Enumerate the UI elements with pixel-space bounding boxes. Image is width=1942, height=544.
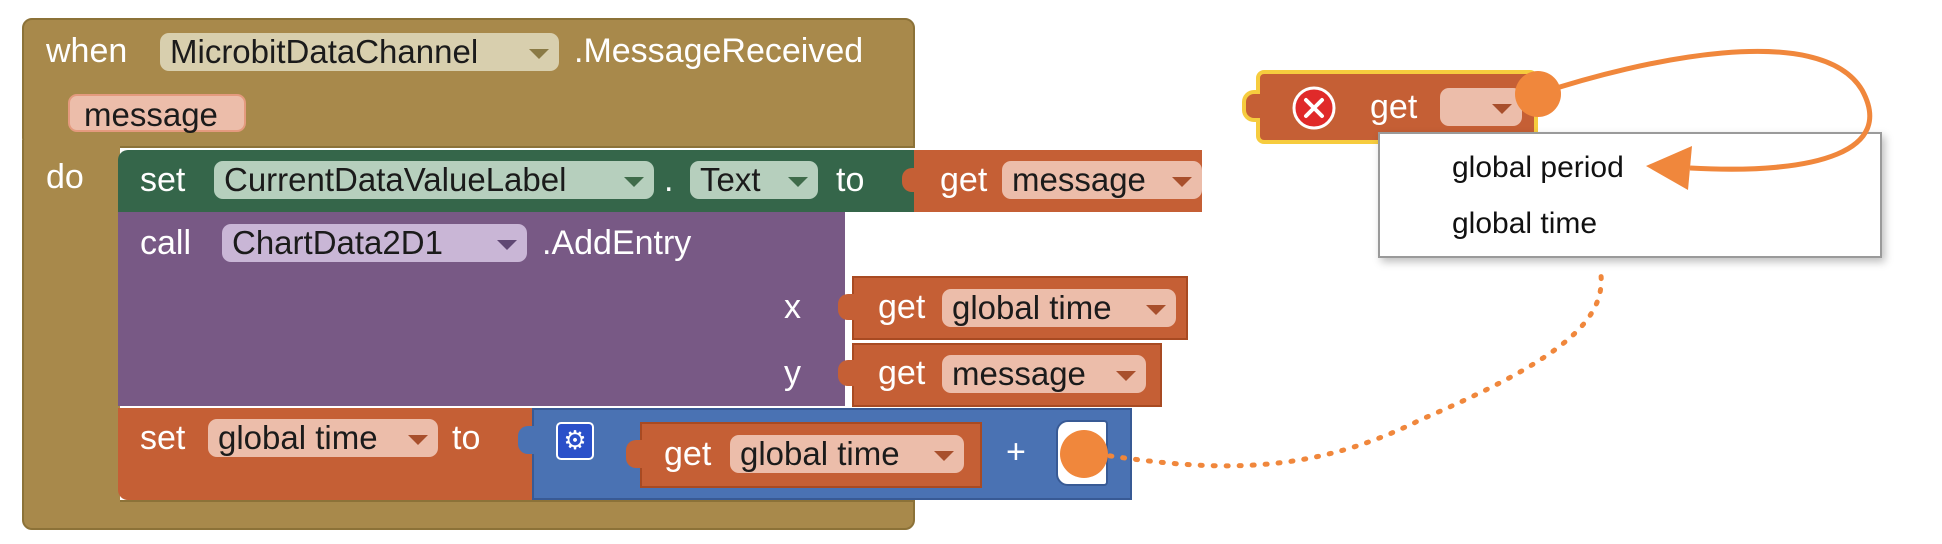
drag-source-dot bbox=[1515, 71, 1561, 117]
puzzle-connector bbox=[838, 360, 856, 386]
dotted-connection-path bbox=[1081, 265, 1604, 469]
x-get-label: get bbox=[878, 288, 926, 326]
chevron-down-icon bbox=[1146, 305, 1166, 315]
chevron-down-icon bbox=[1492, 104, 1512, 114]
call-component-dropdown[interactable]: ChartData2D1 bbox=[222, 224, 527, 262]
puzzle-connector bbox=[902, 168, 920, 192]
chevron-down-icon bbox=[624, 177, 644, 187]
set-property-dropdown[interactable]: Text bbox=[690, 161, 818, 199]
y-var-name: message bbox=[952, 355, 1086, 392]
x-arg-label: x bbox=[784, 288, 801, 326]
dropdown-item-global-time[interactable]: global time bbox=[1452, 207, 1598, 240]
puzzle-connector bbox=[1242, 90, 1260, 122]
set-component-name: CurrentDataValueLabel bbox=[224, 161, 567, 198]
event-component-name: MicrobitDataChannel bbox=[170, 33, 479, 70]
chevron-down-icon bbox=[497, 240, 517, 250]
arrow-head-icon bbox=[1646, 146, 1692, 190]
get-var-dropdown[interactable]: message bbox=[1002, 161, 1202, 199]
event-component-dropdown[interactable]: MicrobitDataChannel bbox=[160, 33, 559, 71]
event-block-left-column bbox=[22, 140, 120, 520]
set-property-name: Text bbox=[700, 161, 761, 198]
call-label: call bbox=[140, 224, 192, 262]
puzzle-connector bbox=[518, 426, 536, 454]
chevron-down-icon bbox=[1116, 371, 1136, 381]
puzzle-connector bbox=[626, 440, 644, 468]
set-label: set bbox=[140, 161, 186, 199]
floating-get-label: get bbox=[1370, 88, 1418, 126]
chevron-down-icon bbox=[1172, 177, 1192, 187]
math-get-label: get bbox=[664, 435, 712, 473]
y-arg-label: y bbox=[784, 354, 801, 392]
get-label: get bbox=[940, 161, 988, 199]
event-param-message[interactable]: message bbox=[68, 94, 246, 133]
curved-arrow-path bbox=[1537, 48, 1873, 172]
to-label: to bbox=[836, 161, 865, 199]
x-var-name: global time bbox=[952, 289, 1112, 326]
y-var-dropdown[interactable]: message bbox=[942, 355, 1146, 393]
event-name-label: .MessageReceived bbox=[574, 32, 864, 70]
set-component-dropdown[interactable]: CurrentDataValueLabel bbox=[214, 161, 654, 199]
math-get-var-name: global time bbox=[740, 435, 900, 472]
chevron-down-icon bbox=[934, 451, 954, 461]
variable-dropdown-menu: global period global time bbox=[1378, 132, 1882, 258]
error-icon[interactable] bbox=[1292, 86, 1336, 130]
plus-operator: + bbox=[1006, 433, 1026, 471]
dot-label: . bbox=[664, 161, 674, 199]
math-get-var-dropdown[interactable]: global time bbox=[730, 435, 964, 473]
do-label: do bbox=[46, 158, 84, 196]
set-time-to-label: to bbox=[452, 419, 481, 457]
dropdown-item-global-period[interactable]: global period bbox=[1452, 151, 1624, 184]
event-param-label: message bbox=[84, 96, 218, 133]
chevron-down-icon bbox=[408, 435, 428, 445]
x-var-dropdown[interactable]: global time bbox=[942, 289, 1176, 327]
event-block-bottom bbox=[22, 500, 915, 530]
set-time-var-name: global time bbox=[218, 419, 378, 456]
set-time-var-dropdown[interactable]: global time bbox=[208, 419, 438, 457]
floating-var-dropdown[interactable] bbox=[1440, 88, 1522, 126]
puzzle-connector bbox=[838, 294, 856, 320]
call-component-name: ChartData2D1 bbox=[232, 224, 443, 261]
drop-target-dot bbox=[1060, 430, 1108, 478]
chevron-down-icon bbox=[529, 49, 549, 59]
mutator-gear-icon[interactable]: ⚙ bbox=[556, 422, 594, 460]
y-get-label: get bbox=[878, 354, 926, 392]
chevron-down-icon bbox=[788, 177, 808, 187]
get-var-name: message bbox=[1012, 161, 1146, 198]
when-label: when bbox=[46, 32, 128, 70]
call-method-label: .AddEntry bbox=[542, 224, 692, 262]
set-time-label: set bbox=[140, 419, 186, 457]
